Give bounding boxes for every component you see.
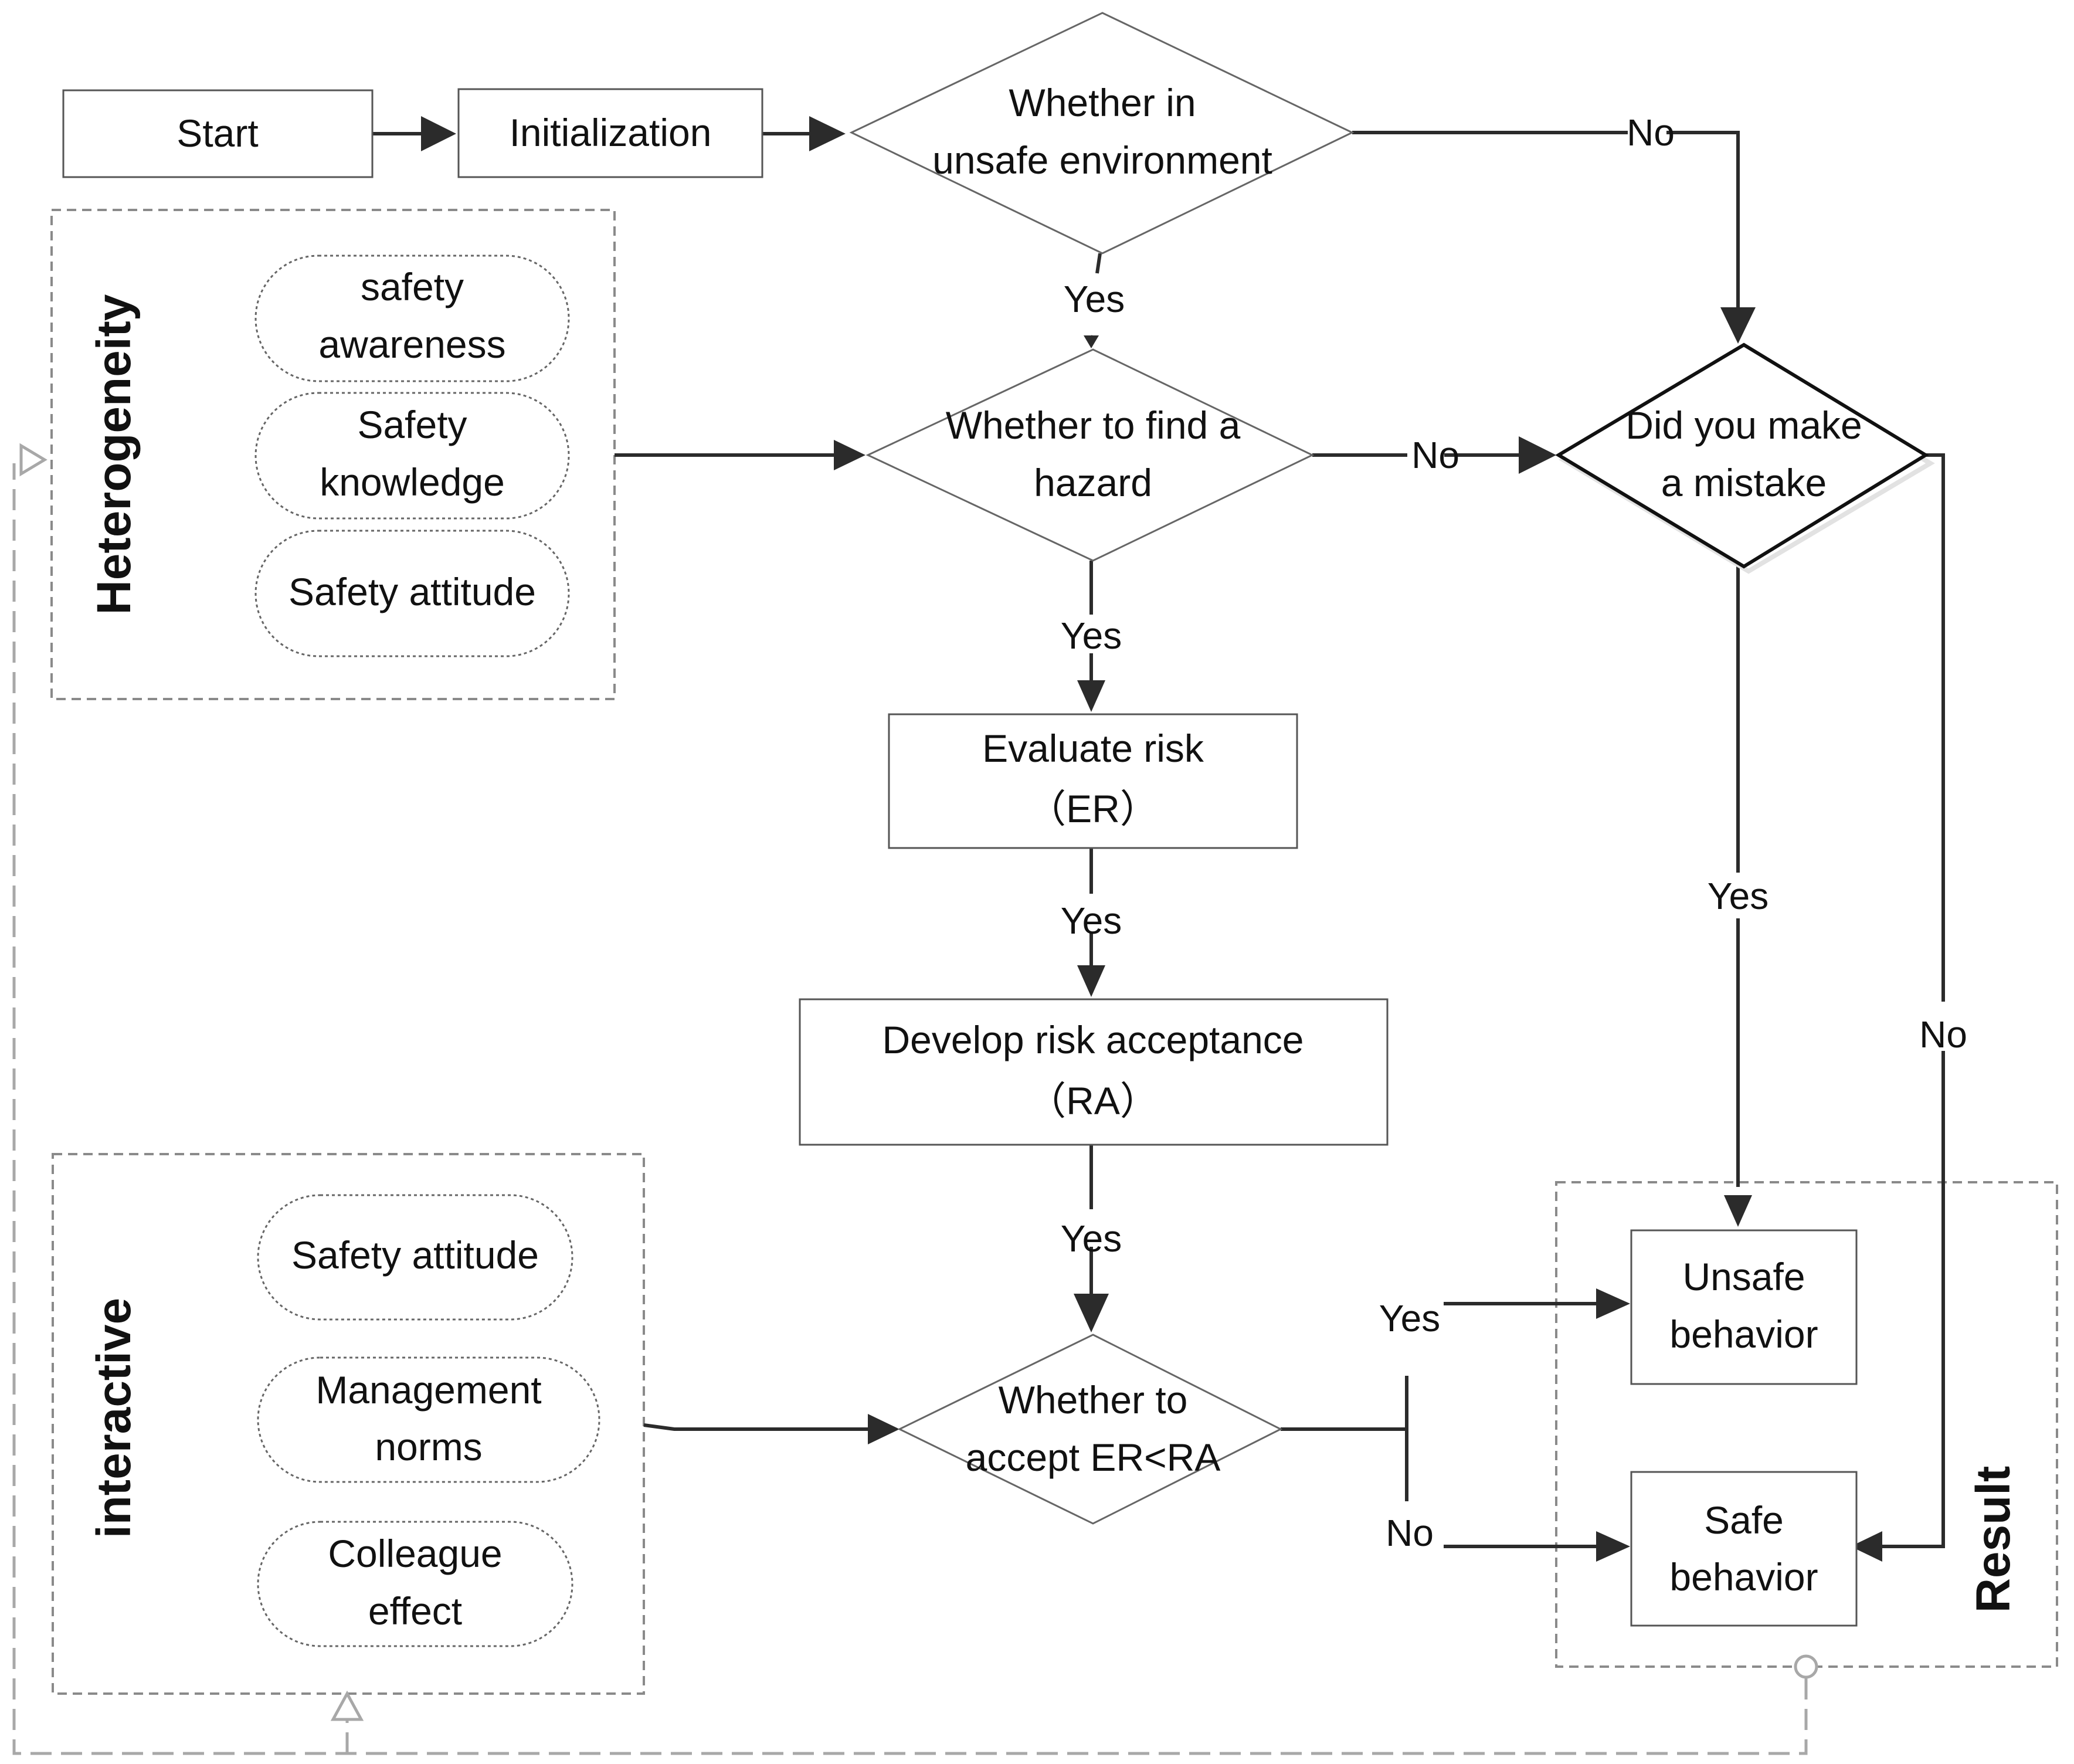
accept-risk-question: accept ER<RA — [966, 1436, 1221, 1479]
interactive-item-label: Safety attitude — [291, 1233, 539, 1277]
arrowheads — [421, 116, 1882, 1562]
edge-label-hazard-no: No — [1411, 434, 1459, 476]
result-group: Result — [1555, 1181, 2058, 1668]
evaluate-risk-node: Evaluate risk （ER） — [888, 713, 1298, 849]
interactive-item-label: effect — [368, 1589, 462, 1633]
arrowhead-icon — [1084, 335, 1099, 348]
interactive-item-label: Colleague — [328, 1532, 502, 1575]
heterogeneity-item-knowledge: Safety knowledge — [254, 392, 570, 520]
edge-label-accept-no: No — [1386, 1512, 1434, 1554]
heterogeneity-item-label: Safety attitude — [288, 570, 536, 613]
edge-label-unsafe-env-yes: Yes — [1064, 278, 1125, 320]
develop-risk-acceptance-label: Develop risk acceptance — [882, 1018, 1304, 1061]
heterogeneity-group: Heterogeneity safety awareness Safety kn… — [50, 209, 616, 700]
unsafe-behavior-label: behavior — [1669, 1312, 1818, 1356]
start-node: Start — [62, 89, 374, 178]
accept-risk-decision: Whether to accept ER<RA — [897, 1334, 1283, 1525]
arrowhead-icon — [421, 116, 456, 151]
safe-behavior-label: Safe — [1704, 1498, 1784, 1542]
arrowhead-icon — [1074, 1294, 1109, 1332]
find-hazard-question: hazard — [1034, 461, 1152, 504]
edge-label-hazard-yes: Yes — [1061, 615, 1122, 657]
interactive-item-label: Management — [315, 1368, 541, 1412]
edge-label-evaluate-yes: Yes — [1061, 900, 1122, 942]
unsafe-environment-question: unsafe environment — [932, 138, 1272, 182]
safe-behavior-label: behavior — [1669, 1555, 1818, 1599]
mistake-question: a mistake — [1661, 461, 1827, 504]
arrowhead-icon — [1519, 436, 1556, 474]
arrowhead-icon — [1724, 1195, 1752, 1227]
develop-risk-acceptance-node: Develop risk acceptance （RA） — [799, 998, 1389, 1146]
evaluate-risk-label: Evaluate risk — [982, 727, 1204, 770]
feedback-arrowhead-icon — [330, 1690, 364, 1721]
heterogeneity-item-label: Safety — [357, 403, 467, 446]
edge-label-mistake-no: No — [1919, 1013, 1967, 1056]
feedback-origin-icon — [1794, 1654, 1818, 1679]
arrowhead-icon — [1077, 680, 1105, 712]
arrowhead-icon — [809, 116, 846, 151]
mistake-decision: Did you make a mistake — [1555, 342, 1935, 574]
heterogeneity-item-label: awareness — [318, 323, 505, 366]
edge-label-accept-yes: Yes — [1379, 1297, 1440, 1339]
safe-behavior-node: Safe behavior — [1630, 1471, 1858, 1627]
unsafe-environment-question: Whether in — [1009, 81, 1196, 124]
interactive-item-norms: Management norms — [257, 1356, 600, 1483]
interactive-item-attitude: Safety attitude — [257, 1194, 573, 1321]
arrowhead-icon — [1596, 1531, 1630, 1562]
find-hazard-question: Whether to find a — [946, 403, 1241, 447]
unsafe-behavior-node: Unsafe behavior — [1630, 1229, 1858, 1385]
interactive-title: interactive — [87, 1298, 141, 1538]
interactive-item-colleague: Colleague effect — [257, 1521, 573, 1647]
edge-label-develop-yes: Yes — [1061, 1217, 1122, 1260]
heterogeneity-item-awareness: safety awareness — [254, 255, 570, 382]
unsafe-behavior-label: Unsafe — [1682, 1255, 1805, 1298]
interactive-item-label: norms — [375, 1425, 482, 1468]
start-label: Start — [176, 111, 258, 155]
heterogeneity-item-label: knowledge — [320, 460, 505, 504]
result-title: Result — [1967, 1466, 2020, 1613]
edge-labels: No Yes No Yes Yes Yes Yes No Yes No — [1061, 111, 1967, 1554]
arrowhead-icon — [1596, 1288, 1630, 1319]
develop-risk-acceptance-abbrev: （RA） — [1027, 1079, 1159, 1122]
heterogeneity-item-attitude: Safety attitude — [254, 530, 570, 657]
mistake-question: Did you make — [1625, 403, 1862, 447]
evaluate-risk-abbrev: （ER） — [1027, 787, 1159, 830]
feedback-arrowhead-icon — [19, 443, 47, 477]
heterogeneity-item-label: safety — [361, 265, 464, 308]
find-hazard-decision: Whether to find a hazard — [865, 348, 1315, 562]
arrowhead-icon — [834, 440, 865, 470]
interactive-group: interactive Safety attitude Management n… — [52, 1153, 645, 1695]
arrowhead-icon — [868, 1414, 899, 1444]
arrowhead-icon — [1720, 307, 1756, 344]
feedback-loop-markers — [19, 443, 1818, 1721]
initialization-node: Initialization — [457, 88, 763, 178]
connectors — [372, 131, 1945, 1548]
edge-label-mistake-yes: Yes — [1708, 875, 1768, 917]
initialization-label: Initialization — [510, 111, 712, 154]
arrowhead-icon — [1851, 1531, 1882, 1562]
edge-label-unsafe-env-no: No — [1627, 111, 1675, 154]
unsafe-environment-decision: Whether in unsafe environment — [849, 12, 1355, 255]
heterogeneity-title: Heterogeneity — [87, 294, 141, 615]
accept-risk-question: Whether to — [999, 1378, 1188, 1422]
arrowhead-icon — [1077, 965, 1105, 997]
